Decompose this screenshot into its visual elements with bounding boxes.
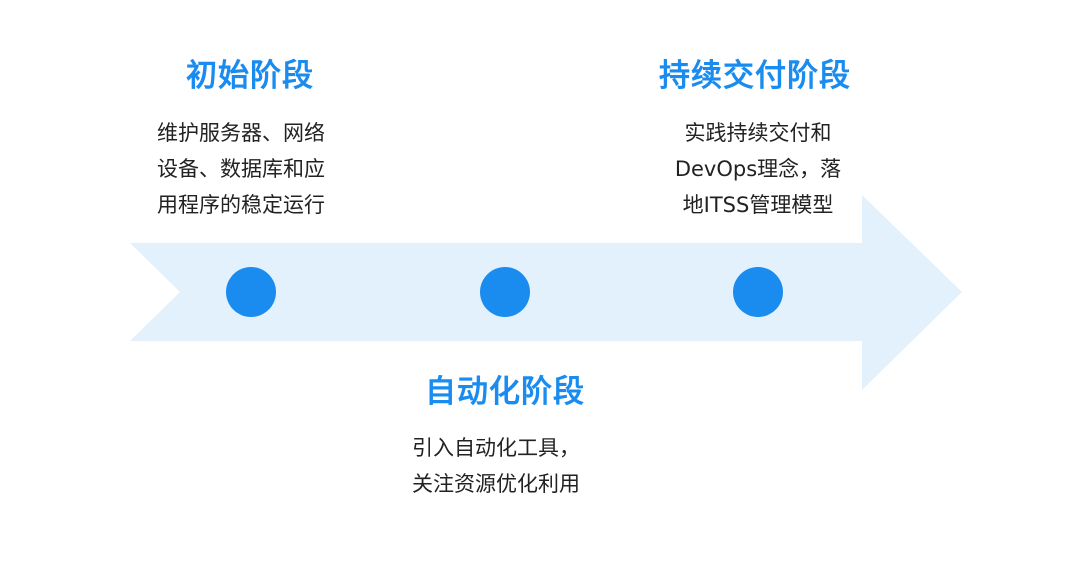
stage-1-description-line: 维护服务器、网络: [157, 121, 325, 145]
stage-3-marker: [733, 267, 783, 317]
stage-3-description: 实践持续交付和 DevOps理念，落 地ITSS管理模型: [658, 115, 858, 223]
stage-3-description-line: DevOps理念，落: [674, 157, 842, 181]
stage-2-marker: [480, 267, 530, 317]
stage-2-description-line: 引入自动化工具，: [412, 436, 580, 460]
stage-1-title: 初始阶段: [186, 58, 314, 94]
stage-3-description-line: 实践持续交付和: [684, 121, 832, 145]
stage-3-description-line: 地ITSS管理模型: [682, 193, 834, 217]
stage-1-marker: [226, 267, 276, 317]
stage-1-description-line: 设备、数据库和应: [157, 157, 325, 181]
stage-1-description: 维护服务器、网络 设备、数据库和应 用程序的稳定运行: [157, 115, 325, 223]
stage-3-title: 持续交付阶段: [659, 58, 851, 94]
stage-2-title: 自动化阶段: [425, 374, 585, 410]
stage-2-description: 引入自动化工具， 关注资源优化利用: [412, 430, 580, 502]
stage-1-description-line: 用程序的稳定运行: [157, 193, 325, 217]
stage-2-description-line: 关注资源优化利用: [412, 472, 580, 496]
timeline-arrow-shape: [130, 195, 962, 390]
